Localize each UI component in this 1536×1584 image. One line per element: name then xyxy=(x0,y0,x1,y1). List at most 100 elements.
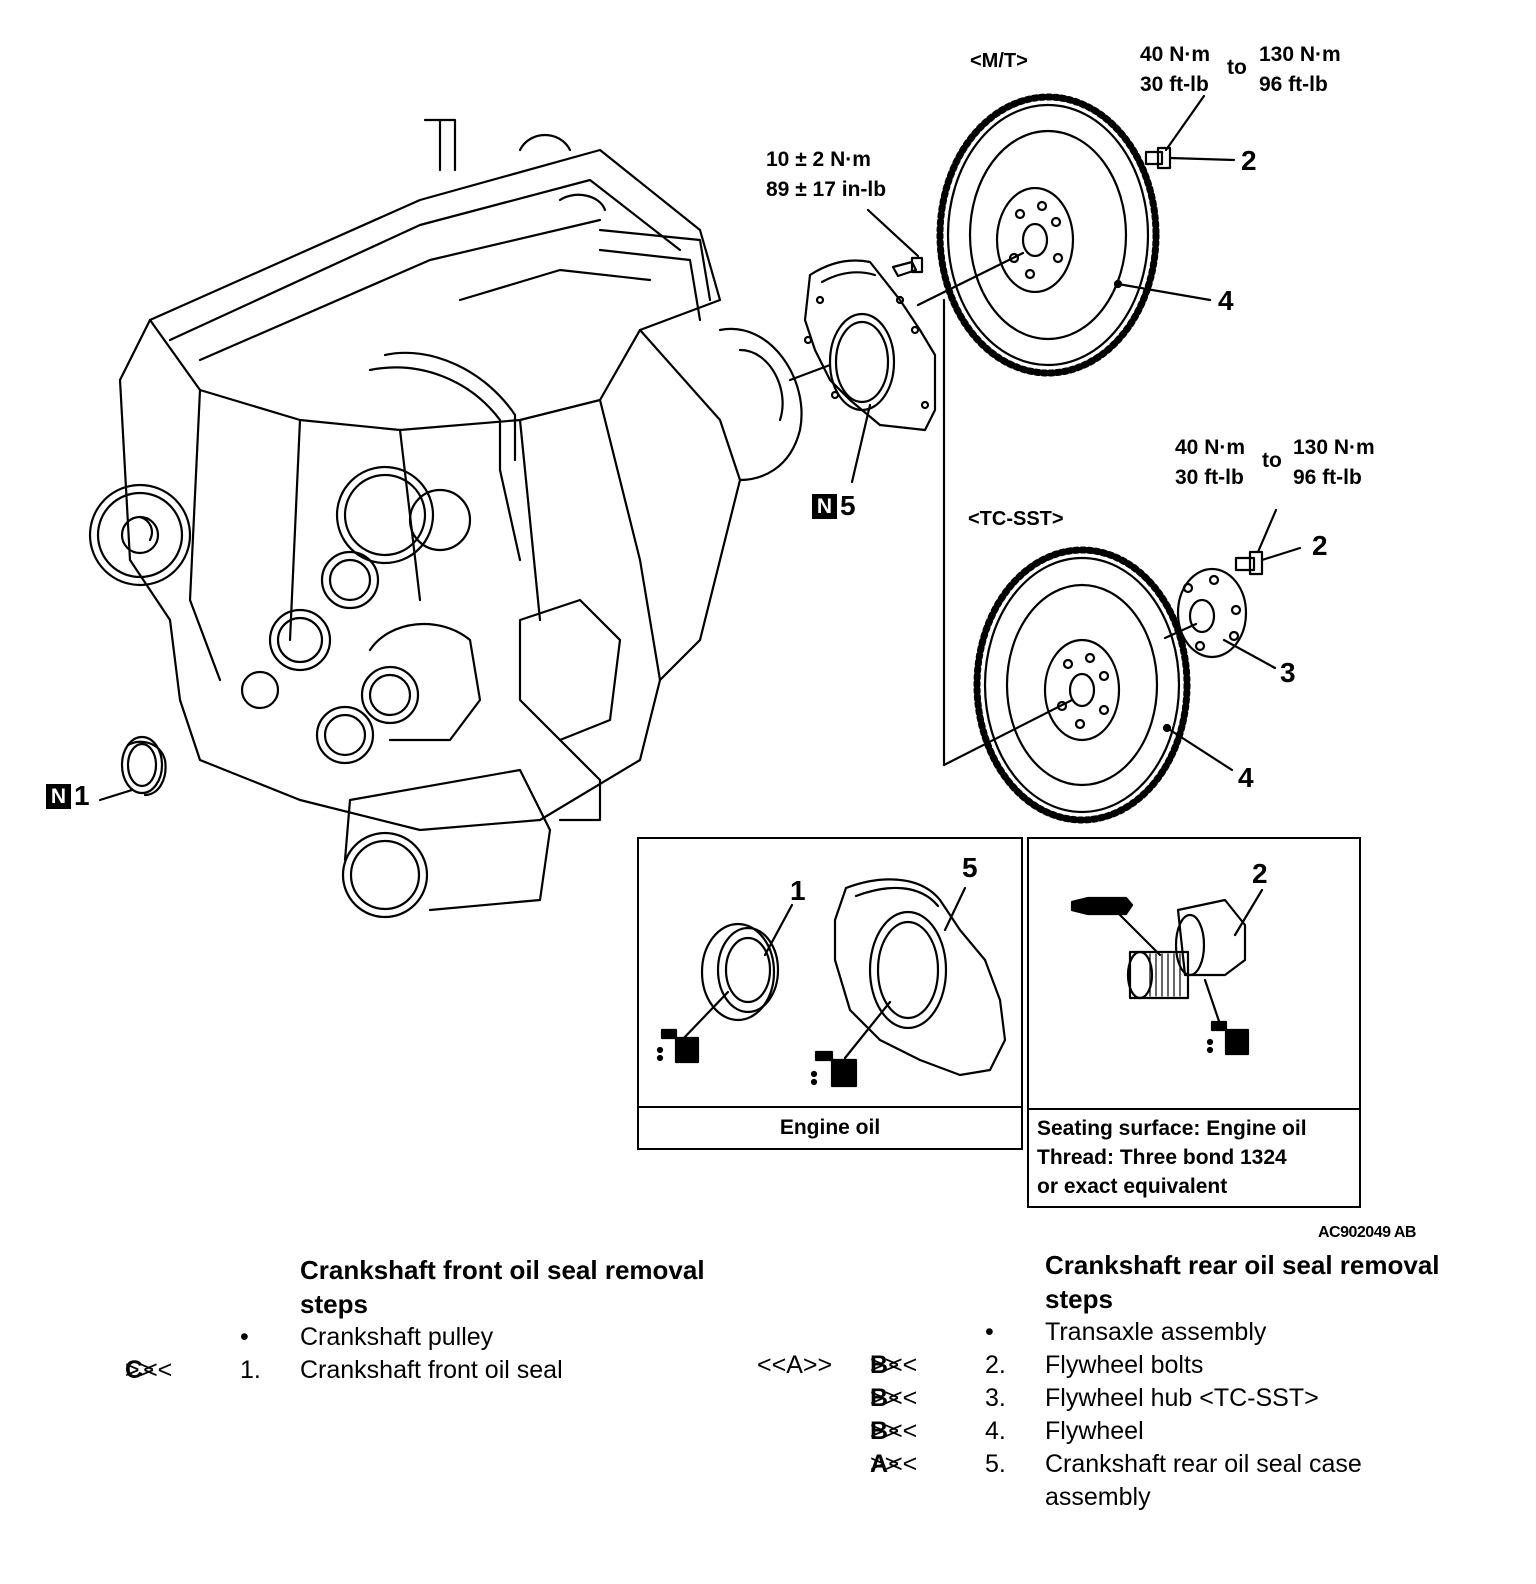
tc-torque-max-ftlb: 96 ft-lb xyxy=(1293,466,1362,489)
detail-case-drawing xyxy=(833,878,1007,1077)
front-step-text: Crankshaft front oil seal xyxy=(300,1356,563,1384)
tc-torque-to: to xyxy=(1262,449,1282,472)
code-prefix: >> xyxy=(870,1417,900,1445)
front-step-row: • Crankshaft pulley xyxy=(0,1321,740,1354)
rear-step-row: • Transaxle assembly xyxy=(0,1316,1536,1349)
front-steps-title-line1: Crankshaft front oil seal removal xyxy=(300,1255,705,1285)
rear-step-text: Flywheel hub <TC-SST> xyxy=(1045,1384,1319,1412)
rear-step-number: 5. xyxy=(985,1450,1006,1478)
rear-step-code: >>B<< xyxy=(870,1349,917,1382)
code-prefix: >> xyxy=(125,1356,155,1384)
front-oil-seal-illustration xyxy=(98,735,167,802)
callout-tc-bolt: 2 xyxy=(1312,530,1328,561)
code-suffix: << xyxy=(888,1384,918,1412)
tc-hub-illustration xyxy=(1163,567,1277,670)
tc-flywheel-illustration xyxy=(942,546,1234,824)
front-step-code: >>C<< xyxy=(125,1354,172,1387)
rear-step-text: Flywheel xyxy=(1045,1417,1144,1445)
code-letter: A xyxy=(870,1450,889,1478)
code-prefix: >> xyxy=(870,1450,900,1478)
new-part-badge: N xyxy=(46,784,71,809)
figure-code: AC902049 AB xyxy=(1318,1224,1416,1241)
detail-caption-seating-surface: Seating surface: Engine oil Thread: Thre… xyxy=(1029,1108,1359,1206)
rear-steps-title-line2: steps xyxy=(1045,1284,1113,1314)
rear-seal-case-illustration xyxy=(788,259,937,484)
tc-torque-max-nm: 130 N·m xyxy=(1293,436,1375,459)
oil-can-icon-3 xyxy=(1206,1020,1250,1056)
detail-caption-engine-oil: Engine oil xyxy=(639,1106,1021,1148)
rear-step-row: >>B<< 4. Flywheel xyxy=(0,1415,1536,1448)
front-step-row: >>C<< 1. Crankshaft front oil seal xyxy=(0,1354,740,1387)
caption-thread-line: Thread: Three bond 1324 xyxy=(1037,1146,1287,1169)
rear-step-text: Crankshaft rear oil seal case xyxy=(1045,1450,1362,1478)
new-part-badge: N xyxy=(812,494,837,519)
mt-flywheel-illustration xyxy=(916,93,1212,377)
mt-torque-max-nm: 130 N·m xyxy=(1259,43,1341,66)
rear-step-number: 3. xyxy=(985,1384,1006,1412)
front-step-text: Crankshaft pulley xyxy=(300,1323,494,1351)
mt-torque-to: to xyxy=(1227,56,1247,79)
callout-detail-bolt: 2 xyxy=(1252,858,1268,889)
callout-tc-flywheel: 4 xyxy=(1238,762,1254,793)
tc-torque-max: 130 N·m 96 ft-lb xyxy=(1293,433,1375,493)
case-bolt-torque-inlb: 89 ± 17 in-lb xyxy=(766,178,887,201)
sealant-tube-icon xyxy=(1070,896,1134,916)
mt-variant-label: <M/T> xyxy=(970,50,1028,72)
code-suffix: << xyxy=(888,1351,918,1379)
case-bolt-illustration xyxy=(866,208,924,278)
callout-detail-seal: 1 xyxy=(790,875,806,906)
front-steps-title: Crankshaft front oil seal removal steps xyxy=(300,1253,740,1321)
callout-tc-hub: 3 xyxy=(1280,657,1296,688)
rear-step-number: 2. xyxy=(985,1351,1006,1379)
code-letter: C xyxy=(125,1356,144,1384)
callout-mt-bolt: 2 xyxy=(1241,145,1257,176)
code-letter: B xyxy=(870,1384,889,1412)
tc-sst-variant-label: <TC-SST> xyxy=(968,508,1064,530)
mt-torque-min: 40 N·m 30 ft-lb xyxy=(1140,40,1210,100)
code-letter: B xyxy=(870,1351,889,1379)
callout-mt-flywheel: 4 xyxy=(1218,285,1234,316)
rear-step-text: Transaxle assembly xyxy=(1045,1318,1267,1346)
code-prefix: >> xyxy=(870,1384,900,1412)
callout-detail-case: 5 xyxy=(962,852,978,883)
case-bolt-torque-nm: 10 ± 2 N·m xyxy=(766,148,871,171)
rear-step-row: <<A>> >>B<< 2. Flywheel bolts xyxy=(0,1349,1536,1382)
mt-torque-max: 130 N·m 96 ft-lb xyxy=(1259,40,1341,100)
rear-step-row: >>B<< 3. Flywheel hub <TC-SST> xyxy=(0,1382,1536,1415)
rear-step-bullet: • xyxy=(985,1318,994,1346)
case-bolt-torque: 10 ± 2 N·m 89 ± 17 in-lb xyxy=(766,145,886,205)
rear-step-row-continued: assembly xyxy=(0,1481,1536,1514)
code-letter: B xyxy=(870,1417,889,1445)
tc-torque-min-ftlb: 30 ft-lb xyxy=(1175,466,1244,489)
detail-box-seating-surface: Seating surface: Engine oil Thread: Thre… xyxy=(1027,837,1361,1208)
rear-step-row: >>A<< 5. Crankshaft rear oil seal case xyxy=(0,1448,1536,1481)
mt-torque-max-ftlb: 96 ft-lb xyxy=(1259,73,1328,96)
mt-torque-min-nm: 40 N·m xyxy=(1140,43,1211,66)
code-suffix: << xyxy=(888,1450,918,1478)
rear-step-text-continued: assembly xyxy=(1045,1483,1151,1511)
rear-steps-title: Crankshaft rear oil seal removal steps xyxy=(1045,1248,1536,1316)
tc-torque-min-nm: 40 N·m xyxy=(1175,436,1246,459)
front-steps-title-line2: steps xyxy=(300,1289,368,1319)
oil-can-icon-1 xyxy=(656,1028,700,1064)
rear-seal-steps: Crankshaft rear oil seal removal steps •… xyxy=(0,1248,1536,1514)
tc-bolt-illustration xyxy=(1234,508,1302,576)
callout-front-seal-number: 1 xyxy=(74,780,90,811)
engine-illustration xyxy=(88,118,803,919)
front-step-bullet: • xyxy=(240,1323,249,1351)
rear-step-install-code: <<A>> xyxy=(757,1351,833,1379)
mt-bolt-illustration xyxy=(1144,94,1236,170)
detail-box-engine-oil: Engine oil xyxy=(637,837,1023,1150)
caption-seating-surface-line: Seating surface: Engine oil xyxy=(1037,1117,1307,1140)
rear-step-code: >>B<< xyxy=(870,1415,917,1448)
detail-bolt-drawing xyxy=(1113,888,1264,1032)
rear-step-code: >>B<< xyxy=(870,1382,917,1415)
code-suffix: << xyxy=(888,1417,918,1445)
code-suffix: << xyxy=(143,1356,173,1384)
rear-step-code: >>A<< xyxy=(870,1448,917,1481)
front-step-number: 1. xyxy=(240,1356,261,1384)
detail-seal-drawing xyxy=(680,903,794,1042)
